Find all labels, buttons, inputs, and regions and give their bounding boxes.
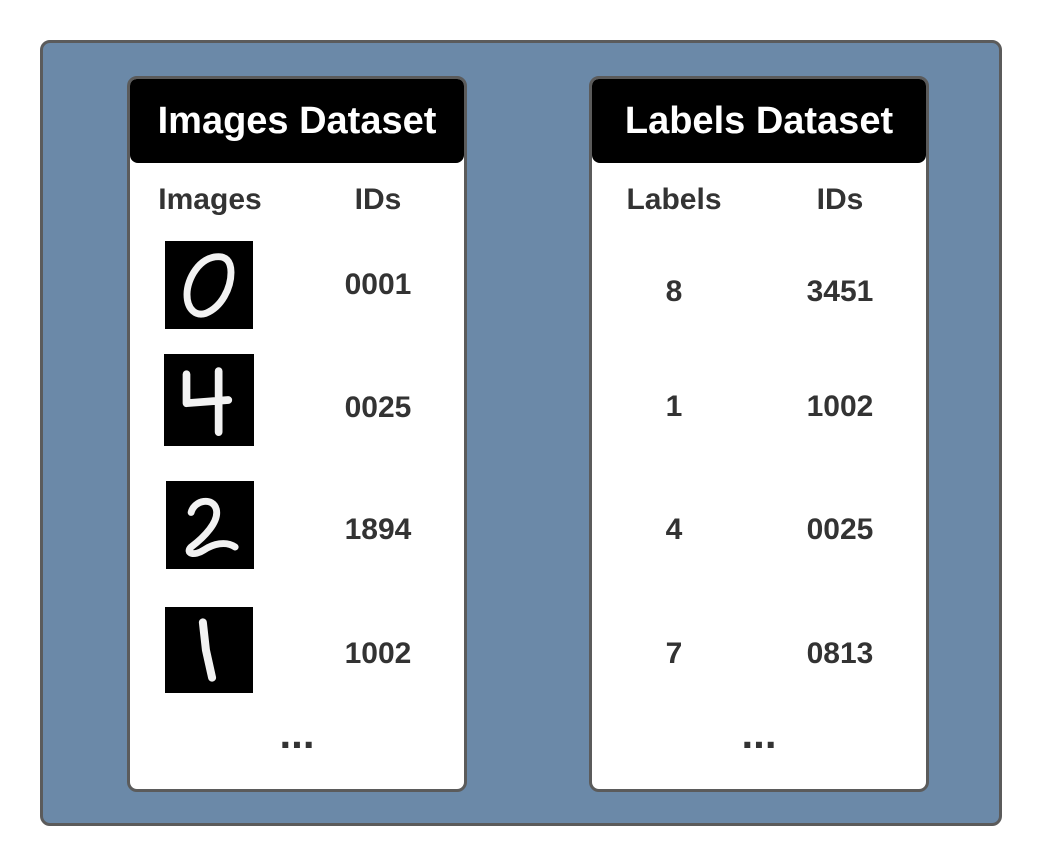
images-dataset-panel: Images Dataset Images IDs 0001 0025 1894… — [127, 76, 467, 792]
label-id-cell: 0025 — [806, 513, 874, 546]
image-id-cell: 0025 — [344, 391, 412, 424]
image-ids-column-header: IDs — [354, 183, 402, 216]
image-id-cell: 1894 — [344, 513, 412, 546]
label-id-cell: 0813 — [806, 637, 874, 670]
mnist-digit-0-image — [165, 241, 253, 329]
label-cell: 7 — [665, 637, 683, 670]
image-id-cell: 1002 — [344, 637, 412, 670]
mnist-digit-2-image — [166, 481, 254, 569]
label-cell: 1 — [665, 390, 683, 423]
label-id-cell: 1002 — [806, 390, 874, 423]
images-column-header: Images — [158, 183, 262, 216]
label-id-cell: 3451 — [806, 275, 874, 308]
label-ids-column-header: IDs — [816, 183, 864, 216]
label-cell: 8 — [665, 275, 683, 308]
label-cell: 4 — [665, 513, 683, 546]
labels-dataset-panel: Labels Dataset Labels IDs 8 3451 1 1002 … — [589, 76, 929, 792]
mnist-digit-1-image — [165, 607, 253, 693]
labels-dataset-title: Labels Dataset — [592, 79, 926, 163]
image-id-cell: 0001 — [344, 268, 412, 301]
labels-more-ellipsis: ... — [741, 710, 777, 757]
images-more-ellipsis: ... — [279, 710, 315, 757]
images-dataset-title: Images Dataset — [130, 79, 464, 163]
labels-column-header: Labels — [626, 183, 722, 216]
mnist-digit-4-image — [164, 354, 254, 446]
